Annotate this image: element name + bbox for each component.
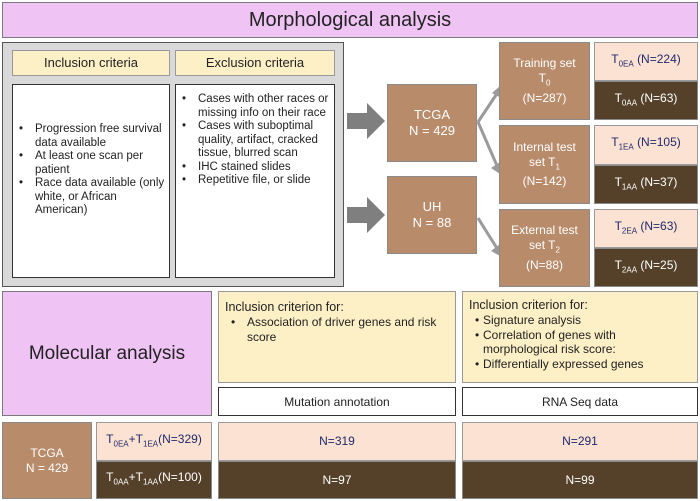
rnaseq-criteria-item: Differentially expressed genes [469, 357, 691, 372]
mutation-criteria-box: Inclusion criterion for: Association of … [218, 291, 456, 383]
t0aa-box: T0AA (N=63) [594, 81, 698, 120]
inclusion-criteria-heading: Inclusion criteria [12, 50, 170, 76]
t2aa-box: T2AA (N=25) [594, 248, 698, 287]
inclusion-criteria-list: Progression free survival data available… [12, 84, 170, 278]
inclusion-item: At least one scan per patient [13, 150, 169, 177]
ea-combined-box: T0EA+T1EA(N=329) [96, 422, 212, 461]
exclusion-criteria-heading: Exclusion criteria [175, 50, 335, 76]
rnaseq-aa-count: N=99 [462, 461, 698, 499]
molecular-analysis-header: Molecular analysis [2, 291, 212, 416]
exclusion-item: IHC stained slides [176, 161, 334, 175]
external-test-set-box: External test set T2 (N=88) [499, 209, 590, 287]
internal-test-set-box: Internal test set T1 (N=142) [499, 125, 590, 204]
exclusion-item: Cases with suboptimal quality, artifact,… [176, 120, 334, 161]
arrow-to-uh [347, 197, 385, 233]
tcga-name: TCGA [413, 107, 451, 122]
rnaseq-criteria-box: Inclusion criterion for: Signature analy… [462, 291, 698, 383]
aa-combined-box: T0AA+T1AA(N=100) [96, 461, 212, 499]
rnaseq-ea-count: N=291 [462, 422, 698, 461]
bottom-tcga-box: TCGA N = 429 [2, 422, 92, 499]
split-connectors [476, 86, 501, 256]
exclusion-item: Cases with other races or missing info o… [176, 93, 334, 120]
t0ea-box: T0EA (N=224) [594, 42, 698, 81]
tcga-source-box: TCGA N = 429 [387, 84, 477, 162]
uh-source-box: UH N = 88 [387, 176, 477, 254]
header-title: Morphological analysis [248, 8, 452, 31]
inclusion-item: Race data available (only white, or Afri… [13, 177, 169, 218]
rnaseq-criteria-item: Signature analysis [469, 313, 691, 328]
exclusion-item: Repetitive file, or slide [176, 174, 334, 188]
morphological-analysis-header: Morphological analysis [2, 2, 698, 38]
tcga-count: N = 429 [409, 123, 455, 138]
t1aa-box: T1AA (N=37) [594, 165, 698, 204]
uh-name: UH [422, 199, 442, 214]
rnaseq-criteria-heading: Inclusion criterion for: [469, 298, 588, 312]
mutation-aa-count: N=97 [218, 461, 456, 499]
mutation-criteria-heading: Inclusion criterion for: [225, 300, 344, 314]
arrow-to-tcga [347, 103, 385, 139]
mutation-ea-count: N=319 [218, 422, 456, 461]
uh-count: N = 88 [412, 215, 452, 230]
mutation-criteria-item: Association of driver genes and risk sco… [225, 315, 449, 345]
rnaseq-criteria-item: Correlation of genes with morphological … [469, 328, 691, 357]
training-set-box: Training set T0 (N=287) [499, 42, 590, 120]
exclusion-criteria-list: Cases with other races or missing info o… [175, 84, 335, 278]
t1ea-box: T1EA (N=105) [594, 125, 698, 165]
t2ea-box: T2EA (N=63) [594, 209, 698, 248]
mutation-annotation-label: Mutation annotation [218, 387, 456, 416]
inclusion-item: Progression free survival data available [13, 123, 169, 150]
rnaseq-data-label: RNA Seq data [462, 387, 698, 416]
